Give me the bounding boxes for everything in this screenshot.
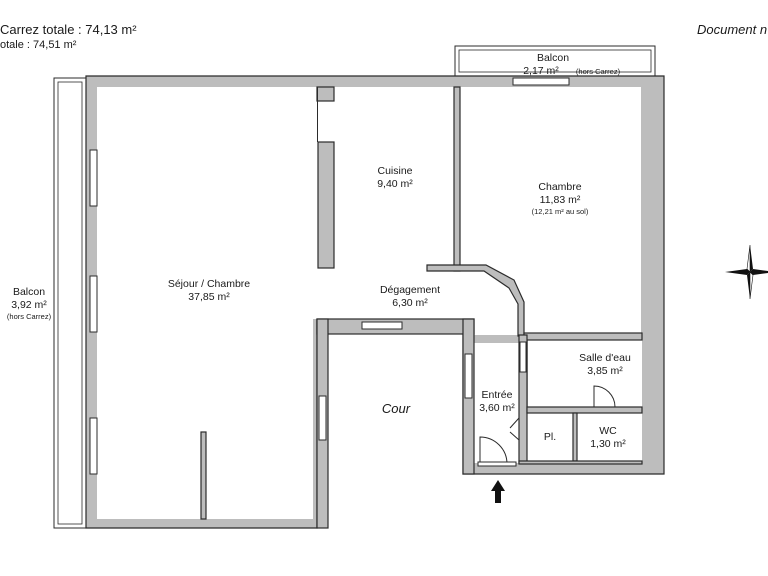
cuisine-name: Cuisine [377, 165, 412, 177]
balcon-left-name: Balcon [13, 286, 45, 298]
compass-rose-icon [725, 244, 768, 300]
balcon-top-note: (hors Carrez) [576, 67, 621, 76]
wc-area: 1,30 m² [590, 438, 626, 450]
wall-placard-wc [572, 412, 578, 462]
floor-chambre [459, 87, 641, 333]
door-entrance-threshold [477, 461, 517, 467]
wall-chambre-west [453, 86, 461, 272]
degagement-area: 6,30 m² [392, 297, 428, 309]
wc-name: WC [599, 425, 617, 437]
balcon-top-name: Balcon [537, 52, 569, 64]
sejour-name: Séjour / Chambre [168, 278, 250, 290]
balcony-top-railing [458, 49, 652, 73]
floor-salle-eau [528, 340, 642, 407]
window-sejour-3 [89, 417, 98, 475]
chambre-note: (12,21 m² au sol) [532, 207, 589, 216]
wall-salle-eau-south [526, 406, 643, 414]
entree-area: 3,60 m² [479, 402, 515, 414]
window-cour-west [318, 395, 327, 441]
door-placard [509, 417, 520, 441]
cour-name: Cour [382, 401, 411, 416]
cuisine-area: 9,40 m² [377, 178, 413, 190]
wall-kitchen-pier [316, 86, 335, 102]
floor-sejour-cuisine-degagement [97, 87, 521, 519]
window-salle-eau [519, 341, 527, 373]
wall-chambre-south [523, 332, 643, 341]
wall-south-inner [518, 460, 643, 465]
entrance-arrow-icon [491, 480, 505, 503]
chambre-area: 11,83 m² [540, 194, 581, 206]
document-reference: Document n [697, 22, 768, 37]
balcon-top-area: 2,17 m² [523, 65, 559, 77]
balcon-left-note: (hors Carrez) [7, 312, 52, 321]
window-sejour-1 [89, 149, 98, 207]
window-sejour-2 [89, 275, 98, 333]
window-chambre [512, 77, 570, 86]
degagement-name: Dégagement [380, 284, 440, 296]
window-entree [464, 353, 473, 399]
floor-wc [577, 413, 642, 461]
carrez-total: Carrez totale : 74,13 m² [0, 22, 137, 37]
salle-eau-area: 3,85 m² [587, 365, 623, 377]
surface-total: otale : 74,51 m² [0, 39, 77, 51]
placard-name: Pl. [544, 431, 556, 443]
door-entrance [479, 436, 508, 465]
door-salle-eau [593, 385, 616, 408]
balcony-left-railing [57, 81, 83, 525]
sejour-area: 37,85 m² [188, 291, 230, 303]
entree-name: Entrée [482, 389, 513, 401]
balcony-left-slab [53, 77, 87, 529]
wall-kitchen-partition [317, 141, 335, 269]
wall-kitchen-edge [317, 87, 318, 142]
wall-chambre-curve [426, 264, 525, 337]
window-cour-north [361, 321, 403, 330]
balcon-left-area: 3,92 m² [11, 299, 47, 311]
floor-entree [474, 343, 519, 463]
salle-eau-name: Salle d'eau [579, 352, 631, 364]
wall-sejour-stub [200, 431, 207, 520]
chambre-name: Chambre [538, 181, 581, 193]
balcony-top-slab [454, 45, 656, 77]
floor-placard [527, 413, 573, 461]
